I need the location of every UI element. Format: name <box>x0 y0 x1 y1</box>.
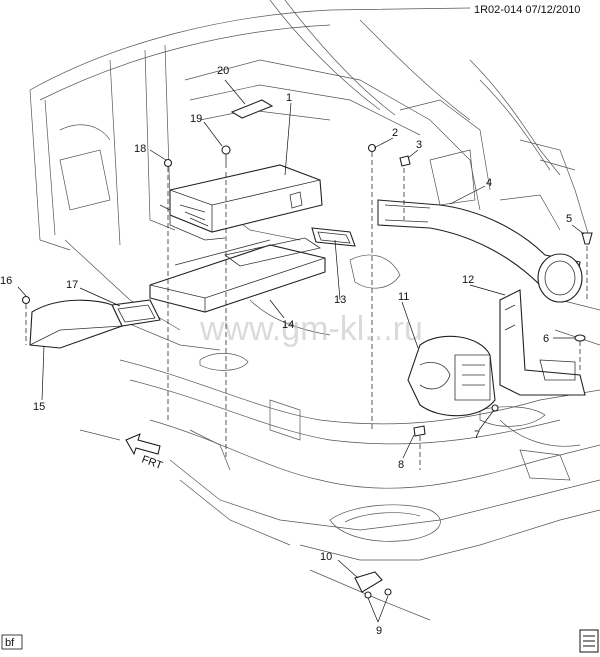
fastener-19 <box>221 145 231 155</box>
front-direction-label: FRT <box>140 454 164 473</box>
callout-10: 10 <box>320 551 332 563</box>
manual-book-icon <box>579 629 599 653</box>
callout-20: 20 <box>217 65 229 77</box>
front-direction-arrow: FRT <box>125 433 164 473</box>
part-12-bracket <box>499 289 586 396</box>
alignment-lines <box>25 152 588 470</box>
callout-6: 6 <box>543 333 549 345</box>
callout-15: 15 <box>33 401 45 413</box>
footer-code-box: bf <box>1 634 23 650</box>
part-15-duct <box>29 299 123 349</box>
part-13-seal <box>311 227 356 247</box>
callout-4: 4 <box>486 177 492 189</box>
fasteners <box>21 143 593 599</box>
leader-lines <box>17 79 585 623</box>
part-14-tray <box>149 237 326 313</box>
fastener-3 <box>399 155 411 167</box>
callout-16: 16 <box>0 275 12 287</box>
part-11-blower <box>407 335 496 417</box>
callout-14: 14 <box>282 319 294 331</box>
diagram-code-header: 1R02-014 07/12/2010 <box>474 4 580 16</box>
callout-13: 13 <box>334 294 346 306</box>
callout-17: 17 <box>66 279 78 291</box>
callout-8: 8 <box>398 459 404 471</box>
callout-labels: 1 2 3 4 5 6 7 8 9 10 11 12 13 14 15 16 1… <box>0 65 572 637</box>
callout-12: 12 <box>462 274 474 286</box>
fastener-8 <box>413 425 426 437</box>
callout-7: 7 <box>474 429 480 441</box>
fastener-9a <box>364 591 372 599</box>
callout-1: 1 <box>286 92 292 104</box>
callout-9: 9 <box>376 625 382 637</box>
fastener-2 <box>367 143 377 153</box>
fastener-5 <box>581 232 593 245</box>
callout-3: 3 <box>416 139 422 151</box>
fastener-6 <box>574 334 586 342</box>
fastener-9b <box>384 588 392 596</box>
watermark-text: www.gm-kl...ru <box>199 310 423 348</box>
callout-18: 18 <box>134 143 146 155</box>
footer-code-text: bf <box>5 637 15 649</box>
callout-2: 2 <box>392 127 398 139</box>
part-1-control-module <box>159 164 323 241</box>
vehicle-body-outline <box>29 0 600 621</box>
callout-11: 11 <box>398 291 409 303</box>
callout-5: 5 <box>566 213 572 225</box>
fastener-7 <box>491 404 499 412</box>
part-10-clip <box>354 571 383 593</box>
fastener-16 <box>21 295 31 305</box>
callout-19: 19 <box>190 113 202 125</box>
part-4-air-duct <box>377 199 583 303</box>
part-20-pad <box>230 99 274 119</box>
fastener-18 <box>163 158 173 168</box>
